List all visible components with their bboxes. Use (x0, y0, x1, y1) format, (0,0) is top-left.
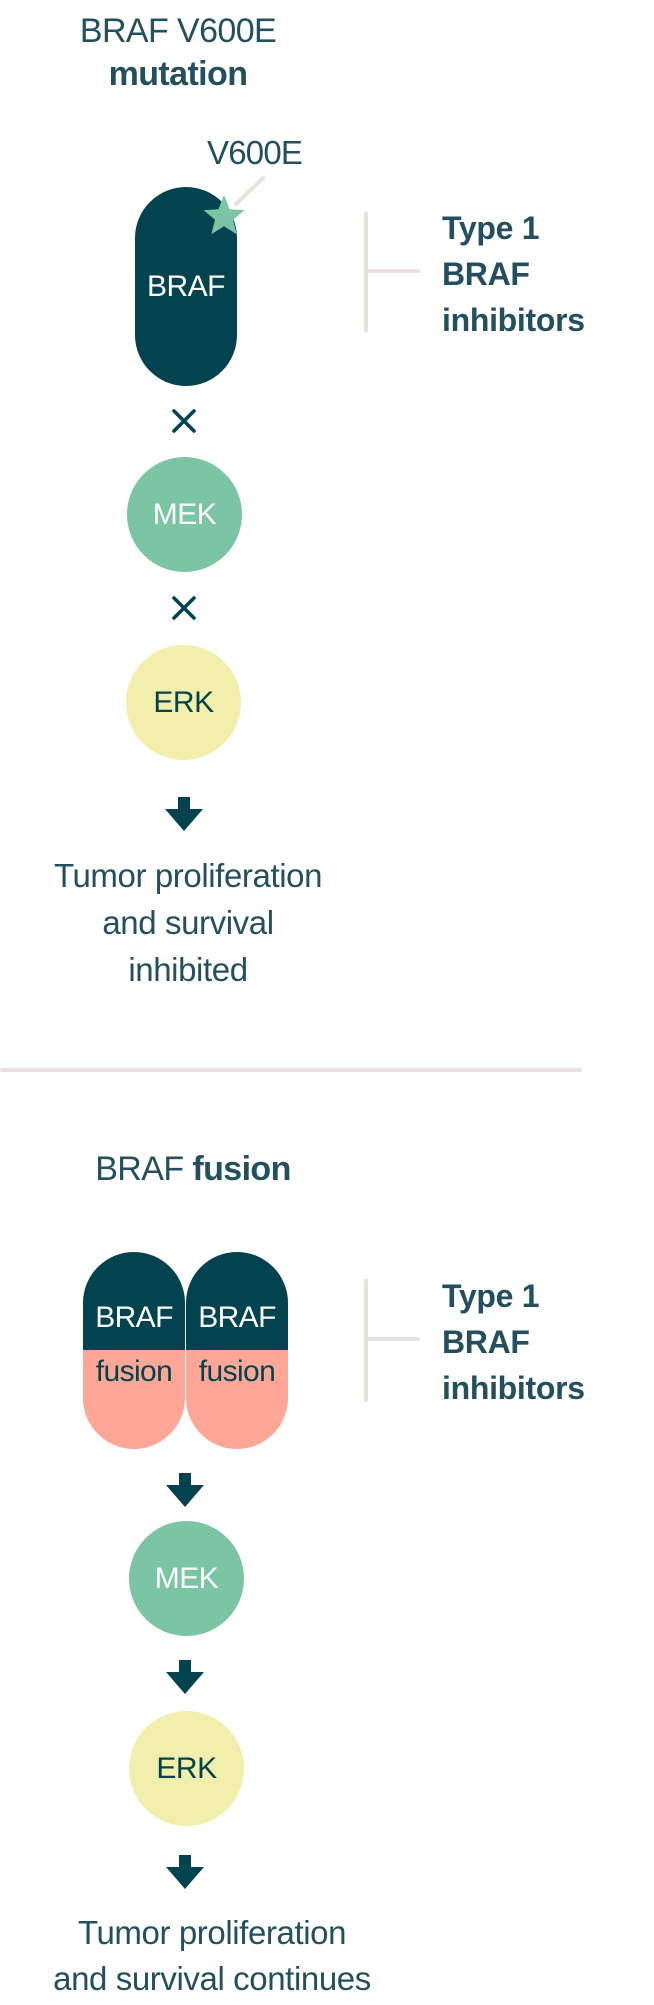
inhibitor-line-3: inhibitors (442, 302, 585, 338)
braf-fusion-protein-right: BRAF fusion (186, 1252, 288, 1449)
mek-label: MEK (152, 497, 217, 531)
fusion-outcome: Tumor proliferation and survival continu… (20, 1910, 404, 2002)
erk-label: ERK (153, 685, 214, 719)
braf-fusion-right-top: BRAF (186, 1252, 288, 1350)
braf-fusion-left-bottom: fusion (83, 1350, 185, 1449)
outcome-line-2: and survival continues (53, 1960, 371, 1997)
braf-fusion-protein-left: BRAF fusion (83, 1252, 185, 1449)
outcome-line-3: inhibited (128, 951, 248, 988)
v600e-leader-line (234, 176, 265, 206)
inhibitor-line-1: Type 1 (442, 1278, 540, 1314)
fusion-title-bold: fusion (192, 1150, 291, 1188)
outcome-line-2: and survival (102, 904, 274, 941)
blocked-x-icon (172, 409, 196, 433)
braf-fusion-left-braf-label: BRAF (95, 1301, 173, 1334)
fusion-title-regular: BRAF (95, 1150, 184, 1188)
outcome-line-1: Tumor proliferation (77, 1914, 347, 1951)
inhibitor-line-2: BRAF (442, 1324, 530, 1360)
blocked-x-icon (172, 596, 196, 620)
inhibitor-line-1: Type 1 (442, 210, 540, 246)
down-arrow-icon (166, 1473, 204, 1507)
inhibitor-line-3: inhibitors (442, 1370, 585, 1406)
v600e-label: V600E (207, 134, 303, 171)
outcome-line-1: Tumor proliferation (53, 857, 323, 894)
braf-fusion-right-bottom: fusion (186, 1350, 288, 1449)
mek-label: MEK (154, 1561, 219, 1595)
erk-label: ERK (156, 1751, 217, 1785)
mutation-star-icon (203, 195, 245, 235)
braf-fusion-right-fusion-label: fusion (198, 1355, 276, 1388)
braf-label: BRAF (146, 269, 226, 303)
mutation-panel-title: BRAF V600E mutation (60, 10, 296, 96)
type1-braf-inhibitors-label: Type 1 BRAF inhibitors (442, 205, 585, 343)
braf-fusion-left-top: BRAF (83, 1252, 185, 1350)
erk-node-fusion: ERK (129, 1711, 244, 1826)
fusion-panel-title: BRAF fusion (70, 1148, 316, 1191)
down-arrow-icon (166, 1660, 204, 1694)
title-line-1: BRAF V600E (79, 12, 277, 50)
title-line-2: mutation (108, 55, 248, 93)
type1-braf-inhibitors-label: Type 1 BRAF inhibitors (442, 1273, 585, 1411)
section-divider (0, 1068, 582, 1072)
braf-fusion-left-fusion-label: fusion (95, 1355, 173, 1388)
mek-node-fusion: MEK (129, 1521, 244, 1636)
inhibitor-bracket-tick (364, 269, 420, 273)
mek-node: MEK (127, 457, 242, 572)
inhibitor-bracket-tick (364, 1337, 420, 1341)
inhibitor-line-2: BRAF (442, 256, 530, 292)
down-arrow-icon (165, 797, 203, 831)
down-arrow-icon (166, 1855, 204, 1889)
erk-node: ERK (126, 645, 241, 760)
braf-fusion-right-braf-label: BRAF (198, 1301, 276, 1334)
mutation-outcome: Tumor proliferation and survival inhibit… (20, 852, 356, 993)
